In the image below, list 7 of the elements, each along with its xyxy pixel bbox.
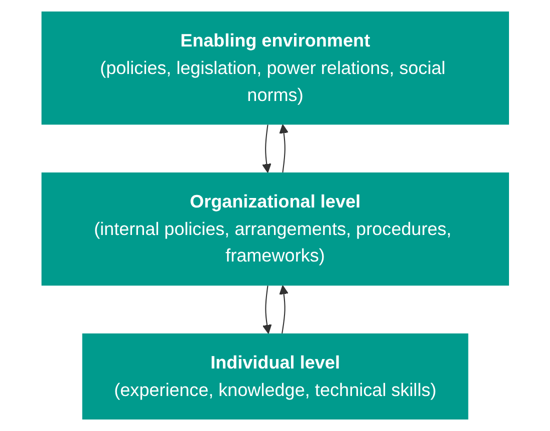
arrow — [262, 124, 272, 173]
node-box: Organizational level (internal policies, arrangements, procedures, frameworks) — [41, 172, 509, 286]
arrow — [262, 286, 272, 334]
arrow — [278, 124, 288, 173]
node-box: Enabling environment (policies, legislation, power relations, social norms) — [41, 12, 509, 125]
node-box: Individual level (experience, knowledge, technical skills) — [82, 333, 468, 420]
arrow — [278, 285, 288, 334]
